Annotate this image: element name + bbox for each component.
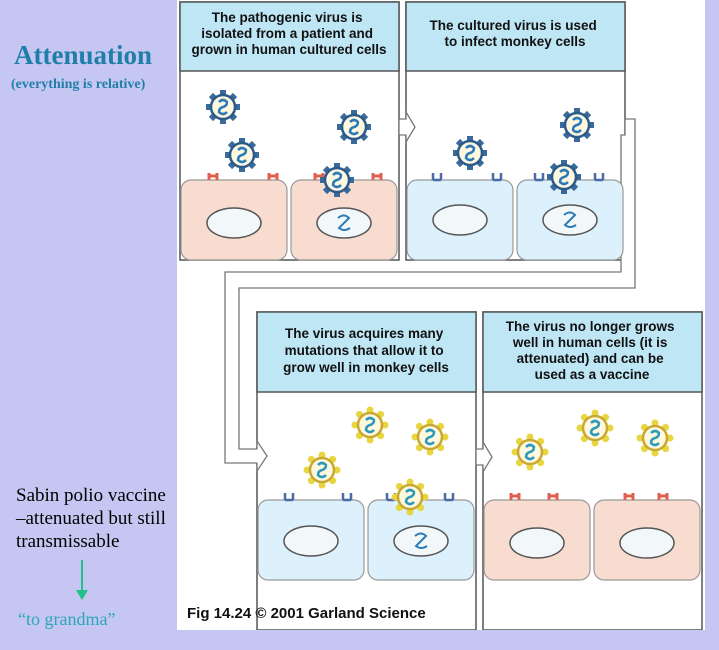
- step4-header: [482, 311, 703, 393]
- step2-text: The cultured virus is used to infect mon…: [429, 18, 600, 49]
- slide-title: Attenuation: [14, 40, 153, 70]
- viral-genome-icon: [414, 532, 428, 549]
- side-note-line: transmissable: [16, 531, 120, 552]
- arrow-step3-to-step4: [475, 439, 493, 475]
- attenuated-virus-icon: [390, 477, 430, 517]
- step2-header: [405, 1, 626, 72]
- attenuated-virus-icon: [302, 450, 342, 490]
- cell-nucleus: [283, 525, 339, 557]
- pathogenic-virus-icon: [545, 158, 583, 196]
- arrow-step1-to-step2: [398, 109, 416, 145]
- viral-genome-icon: [563, 211, 577, 228]
- pathogenic-virus-icon: [223, 136, 261, 174]
- figure-caption: Fig 14.24 © 2001 Garland Science: [187, 605, 426, 622]
- pathogenic-virus-icon: [335, 108, 373, 146]
- pathogenic-virus-icon: [204, 88, 242, 126]
- cell-nucleus: [619, 527, 675, 559]
- step4-text: The virus no longer grows well in human …: [506, 319, 679, 382]
- side-note-line: Sabin polio vaccine: [16, 485, 166, 506]
- viral-genome-icon: [337, 214, 351, 231]
- step3-header: [256, 311, 477, 393]
- attenuated-virus-icon: [410, 417, 450, 457]
- pathogenic-virus-icon: [451, 134, 489, 172]
- step3-text: The virus acquires many mutations that a…: [283, 326, 449, 375]
- pathogenic-virus-icon: [558, 106, 596, 144]
- step1-text: The pathogenic virus is isolated from a …: [191, 10, 386, 57]
- step1-header: [179, 1, 400, 72]
- slide-subtitle: (everything is relative): [11, 77, 146, 92]
- cell-nucleus: [206, 207, 262, 239]
- attenuated-virus-icon: [510, 432, 550, 472]
- attenuated-virus-icon: [350, 405, 390, 445]
- pathogenic-virus-icon: [318, 161, 356, 199]
- figure-panel: The pathogenic virus is isolated from a …: [177, 0, 705, 631]
- cell-nucleus: [509, 527, 565, 559]
- grandma-note: “to grandma”: [18, 609, 116, 629]
- attenuation-diagram: The pathogenic virus is isolated from a …: [179, 1, 703, 631]
- side-note-line: –attenuated but still: [16, 508, 166, 529]
- side-note: Sabin polio vaccine –attenuated but stil…: [16, 484, 196, 553]
- attenuated-virus-icon: [575, 408, 615, 448]
- attenuated-virus-icon: [635, 418, 675, 458]
- cell-nucleus: [432, 204, 488, 236]
- down-arrow-icon: [76, 560, 88, 600]
